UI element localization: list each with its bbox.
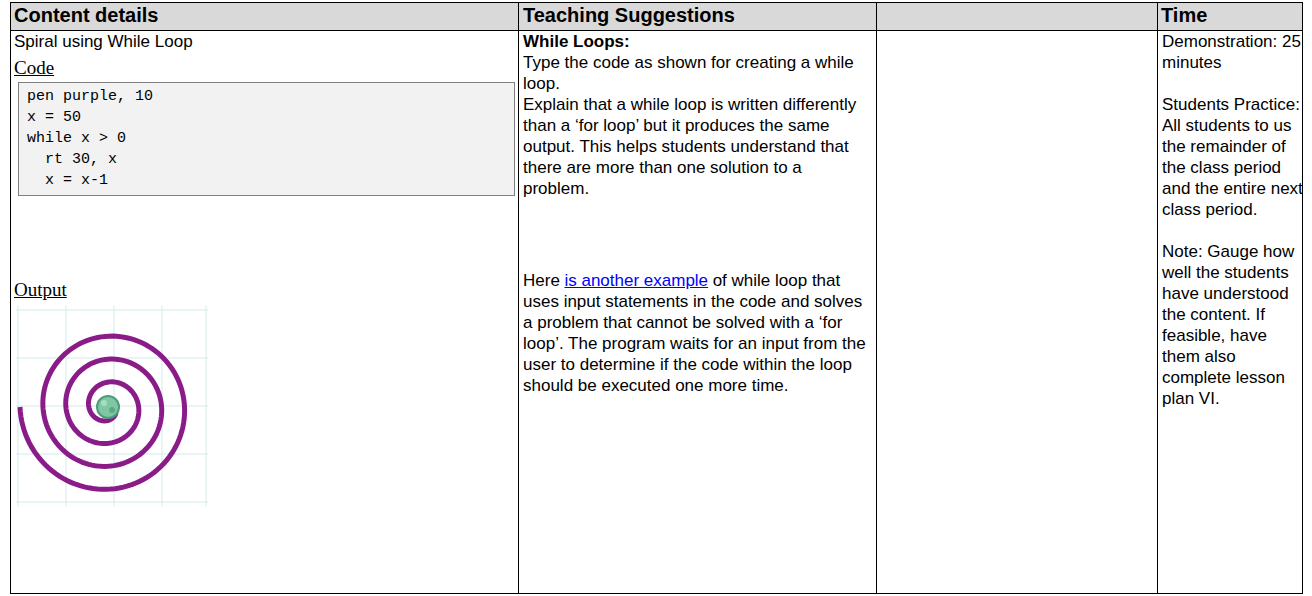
table-cell-text: Code [14,56,214,80]
code-line: x = x-1 [27,170,506,191]
column-header: Teaching Suggestions [523,4,868,26]
table-cell-text: Teaching Suggestions [523,4,868,26]
table-cell-text: Spiral using While Loop [14,31,509,52]
hyperlink: is another example [564,271,708,290]
table-border [11,3,1303,594]
grid-line [16,310,208,311]
grid-line [16,454,208,455]
table-cell-text: Hereis another exampleof while loop that… [523,270,869,396]
table-cell-text: Content details [14,4,504,26]
section-heading: Output [14,278,214,302]
grid-lines [16,306,208,506]
code-line: pen purple, 10 [27,86,506,107]
spiral-path [20,336,185,489]
cell-text: While Loops: [523,31,869,52]
column-header: Time [1161,4,1301,26]
grid-line [16,502,208,503]
turtle-icon [97,396,119,418]
column-rule [1157,2,1158,594]
cell-text: Explain that a while loop is written dif… [523,94,869,199]
table-cell-text: Time [1161,4,1301,26]
code-line: x = 50 [27,107,506,128]
cell-text: Note: Gauge how well the students have u… [1162,241,1304,409]
header-fill [10,2,1303,30]
cell-text: Type the code as shown for creating a wh… [523,52,869,94]
table-cell-text: Demonstration: 25 minutesStudents Practi… [1162,31,1304,409]
cell-text: Demonstration: 25 minutes [1162,31,1304,73]
header-rule [10,30,1303,31]
cell-text: Here [523,271,560,290]
cell-text: Spiral using While Loop [14,31,509,52]
column-rule [876,2,877,594]
code-line: while x > 0 [27,128,506,149]
column-header: Content details [14,4,504,26]
code-line: rt 30, x [27,149,506,170]
spiral-output-image [16,306,208,506]
table-cell-text: While Loops:Type the code as shown for c… [523,31,869,199]
column-rule [518,2,519,594]
section-heading: Code [14,56,214,80]
code-box: pen purple, 10x = 50while x > 0rt 30, xx… [18,82,515,196]
cell-text: Students Practice: All students to us th… [1162,94,1304,220]
table-cell-text: Output [14,278,214,302]
